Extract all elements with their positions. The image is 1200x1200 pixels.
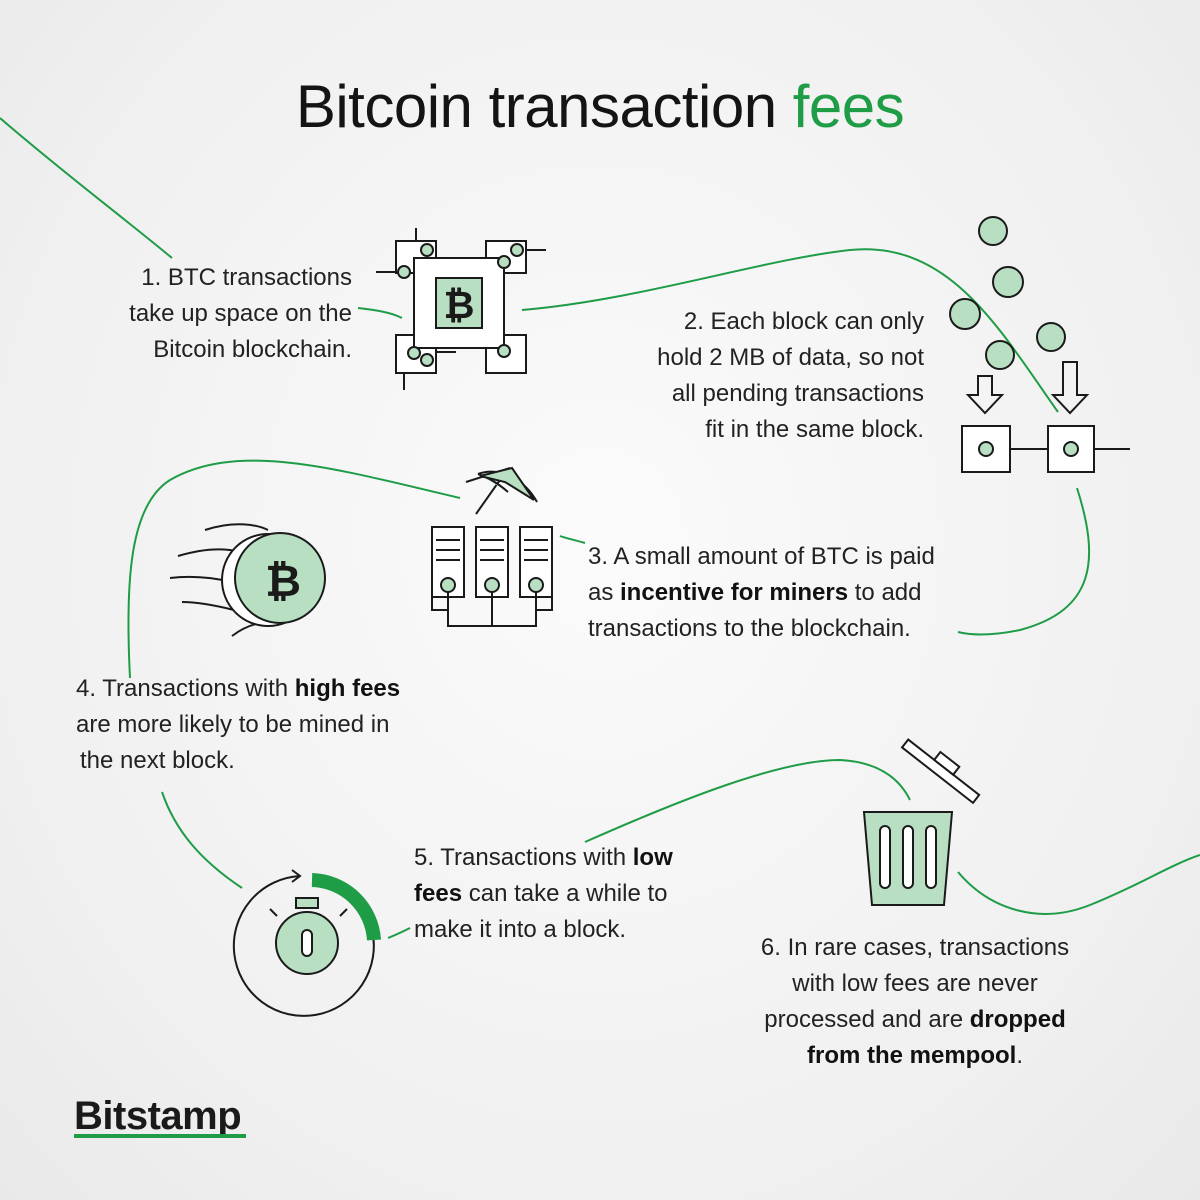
- mining-servers-icon: [431, 466, 553, 627]
- step-5-highlight-2: fees: [414, 880, 463, 907]
- step-6-line-4: from the mempool.: [806, 1042, 1023, 1069]
- step-6-highlight-2: from the mempool: [806, 1042, 1017, 1069]
- step-6-line-1: 6. In rare cases, transactions: [760, 934, 1070, 961]
- step-6-highlight-1: dropped: [969, 1006, 1066, 1033]
- step-2-line-2: hold 2 MB of data, so not: [657, 344, 924, 371]
- step-2-line-1: 2. Each block can only: [683, 308, 924, 335]
- step-2: 2. Each block can only hold 2 MB of data…: [580, 304, 924, 448]
- stopwatch-icon: [232, 869, 381, 1017]
- blockchain-icon: ₿: [376, 228, 546, 390]
- logo-underline: [74, 1134, 246, 1138]
- bitstamp-logo[interactable]: Bitstamp: [74, 1094, 242, 1138]
- step-5-line-3: make it into a block.: [414, 916, 627, 943]
- step-1-line-2: take up space on the: [129, 300, 352, 327]
- title-accent: fees: [792, 73, 905, 140]
- step-3-line-3: transactions to the blockchain.: [588, 615, 911, 642]
- flow-line: [0, 117, 1200, 939]
- step-5-line-2: fees can take a while to: [414, 880, 668, 907]
- svg-text:₿: ₿: [444, 285, 475, 327]
- step-1-line-1: 1. BTC transactions: [141, 264, 352, 291]
- page-title: Bitcoin transaction fees: [0, 72, 1200, 141]
- step-6-line-2: with low fees are never: [792, 970, 1038, 997]
- step-3-line-1: 3. A small amount of BTC is paid: [588, 543, 935, 570]
- step-4-line-2: are more likely to be mined in: [76, 711, 390, 738]
- step-4: 4. Transactions with high fees are more …: [76, 671, 446, 779]
- trash-can-icon: [862, 738, 981, 906]
- step-1: 1. BTC transactions take up space on the…: [60, 260, 352, 368]
- step-1-line-3: Bitcoin blockchain.: [153, 336, 352, 363]
- step-4-line-3: the next block.: [80, 747, 235, 774]
- step-6-line-3: processed and are dropped: [764, 1006, 1066, 1033]
- step-3: 3. A small amount of BTC is paid as ince…: [588, 539, 988, 647]
- step-4-line-1: 4. Transactions with high fees: [76, 675, 401, 702]
- step-6: 6. In rare cases, transactions with low …: [740, 930, 1090, 1074]
- svg-text:₿: ₿: [265, 557, 301, 606]
- title-main: Bitcoin transaction: [295, 73, 777, 140]
- step-5: 5. Transactions with low fees can take a…: [414, 840, 734, 948]
- step-3-highlight: incentive for miners: [620, 579, 849, 606]
- step-5-highlight-1: low: [632, 844, 673, 871]
- step-3-line-2: as incentive for miners to add: [588, 579, 922, 606]
- step-5-line-1: 5. Transactions with low: [414, 844, 673, 871]
- step-2-line-4: fit in the same block.: [705, 416, 924, 443]
- step-4-highlight: high fees: [294, 675, 401, 702]
- step-2-line-3: all pending transactions: [671, 380, 924, 407]
- falling-coins-icon: [949, 216, 1130, 473]
- flaming-coin-icon: ₿: [169, 523, 326, 637]
